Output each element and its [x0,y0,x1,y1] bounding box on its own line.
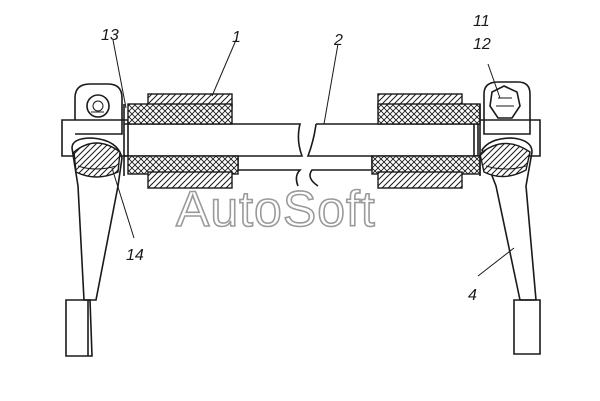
right-cushion [371,93,481,189]
left-bushing-14 [73,142,121,178]
callout-13: 13 [101,27,119,44]
callout-12: 12 [473,36,491,53]
bar-left-half [124,123,304,187]
left-cushion-1 [123,93,239,189]
right-bushing [479,142,531,178]
leader-lines [111,39,515,277]
callout-4: 4 [468,287,477,304]
callout-2: 2 [333,32,343,49]
right-lever-arm [481,137,541,355]
right-hex-bolt-head [489,85,521,119]
left-lever-arm [65,137,123,357]
left-bolt-head [86,94,110,118]
right-bracket [473,81,541,157]
callout-1: 1 [232,29,241,46]
watermark-text: AutoSoft [176,181,376,237]
callout-11: 11 [473,13,490,30]
callout-14: 14 [126,247,144,264]
